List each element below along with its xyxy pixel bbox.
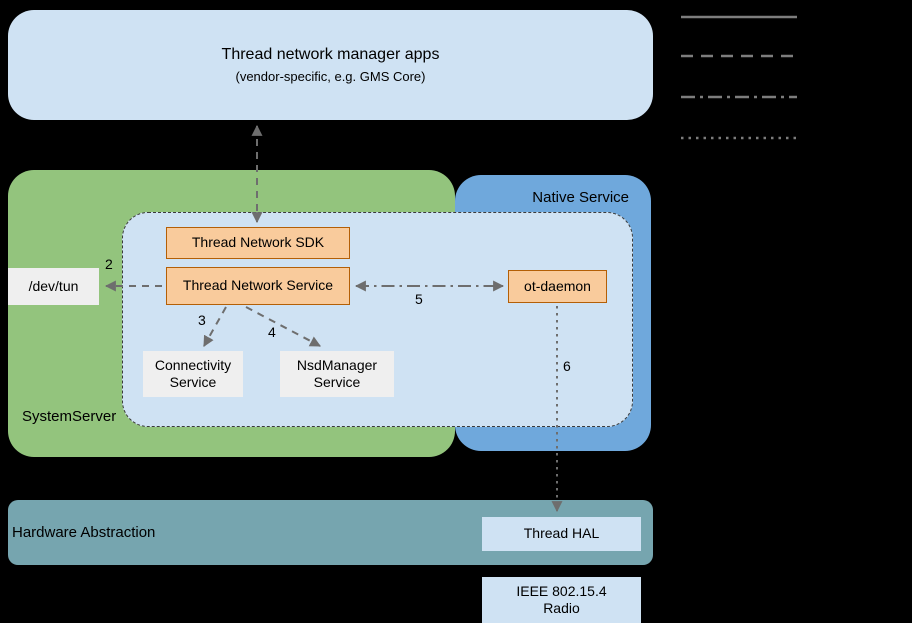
edge-label-otdaemon: 5: [415, 291, 423, 307]
edge-label-hal: 6: [563, 358, 571, 374]
system-server-label: SystemServer: [22, 408, 117, 425]
apps-container: Thread network manager apps (vendor-spec…: [8, 10, 653, 120]
node-thread-hal: Thread HAL: [482, 517, 641, 551]
hardware-abstraction-label: Hardware Abstraction: [12, 524, 156, 541]
apps-title: Thread network manager apps: [221, 46, 440, 63]
apps-subtitle: (vendor-specific, e.g. GMS Core): [235, 69, 426, 84]
node-connectivity-service: Connectivity Service: [143, 351, 243, 397]
node-dev-tun: /dev/tun: [8, 268, 99, 305]
node-nsd-manager-service: NsdManager Service: [280, 351, 394, 397]
native-service-label: Native Service: [532, 189, 629, 206]
node-ot-daemon: ot-daemon: [508, 270, 607, 303]
edge-label-connectivity: 3: [198, 312, 206, 328]
node-thread-network-sdk: Thread Network SDK: [166, 227, 350, 259]
edge-label-devtun: 2: [105, 256, 113, 272]
edge-label-nsd: 4: [268, 324, 276, 340]
node-ieee-radio: IEEE 802.15.4 Radio: [482, 577, 641, 623]
node-thread-network-service: Thread Network Service: [166, 267, 350, 305]
